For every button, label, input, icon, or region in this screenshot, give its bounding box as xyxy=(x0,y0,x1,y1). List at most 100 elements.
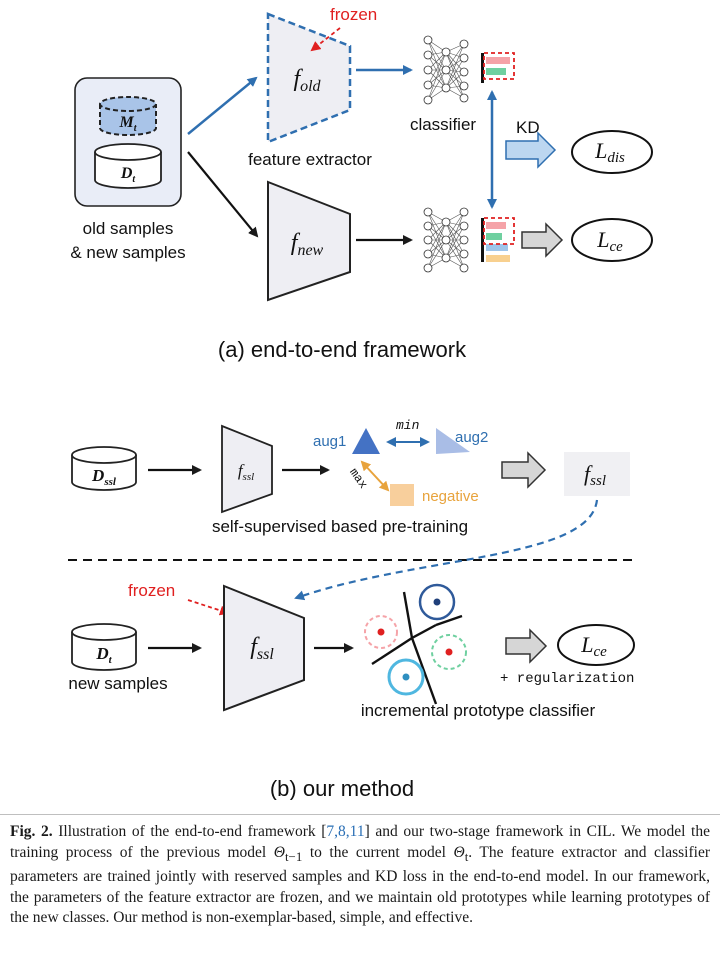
kd-label: KD xyxy=(516,118,540,137)
f-new-subscript: new xyxy=(297,242,323,259)
d-t-subscript: t xyxy=(109,654,113,666)
caption-text-1: Illustration of the end-to-end framework… xyxy=(52,823,327,840)
samples-label-line2: & new samples xyxy=(70,243,185,262)
dataset-subscript: t xyxy=(132,174,136,185)
prototype-old-1 xyxy=(364,615,398,649)
feature-extractor-label: feature extractor xyxy=(248,150,372,169)
caption-theta-prev: Θ xyxy=(273,843,285,861)
frozen-label-a: frozen xyxy=(330,5,377,24)
regularization-label: + regularization xyxy=(500,671,634,687)
prototype-old-2 xyxy=(418,583,456,621)
samples-label-line1: old samples xyxy=(83,219,174,238)
f-ssl-output-box xyxy=(564,452,630,496)
prototype-new-2 xyxy=(387,658,425,696)
f-old-subscript: old xyxy=(300,78,321,95)
d-t-cylinder: Dt xyxy=(71,623,137,671)
svg-text:fold: fold xyxy=(293,66,321,95)
panel-a-caption: (a) end-to-end framework xyxy=(218,337,467,362)
svg-text:Ldis: Ldis xyxy=(594,138,625,166)
classifier-old-network xyxy=(423,35,469,105)
caption-text-2: ] and our two-stage framework in CIL. We… xyxy=(10,823,710,861)
f-ssl-pretrain-label: f xyxy=(238,461,245,480)
f-new-label: f xyxy=(291,230,301,256)
f-new-extractor xyxy=(267,180,351,302)
arrow-to-f-new xyxy=(187,151,259,238)
svg-text:Dt: Dt xyxy=(120,165,137,185)
kd-block-arrow xyxy=(505,131,557,169)
max-double-arrow xyxy=(360,460,390,492)
frozen-label-b: frozen xyxy=(128,581,175,600)
dataset-label: D xyxy=(120,165,133,182)
svg-text:fssl: fssl xyxy=(584,461,606,489)
l-dis-node xyxy=(571,130,653,174)
d-t-label: D xyxy=(95,644,108,663)
panel-b: Dssl fssl aug1 aug2 min max negative fss… xyxy=(68,418,636,800)
caption-text-3: to the current model xyxy=(302,843,454,861)
l-ce-subscript-a: ce xyxy=(609,239,623,255)
f-ssl-output-label: f xyxy=(584,461,593,486)
caption-refs-link[interactable]: 7,8,11 xyxy=(326,823,365,840)
negative-label: negative xyxy=(422,488,479,505)
svg-text:Lce: Lce xyxy=(580,632,607,660)
l-ce-node-a xyxy=(571,218,653,262)
classifier-label: classifier xyxy=(410,115,476,134)
caption-divider xyxy=(0,814,720,815)
f-old-label: f xyxy=(293,66,303,92)
l-dis-subscript: dis xyxy=(607,150,625,166)
max-label: max xyxy=(346,466,370,492)
frozen-arrow-b xyxy=(187,599,230,616)
svg-text:Dt: Dt xyxy=(95,644,112,666)
memory-cylinder: Mt xyxy=(99,96,157,136)
f-ssl-pretrain-subscript: ssl xyxy=(243,471,255,483)
l-dis-label: L xyxy=(594,138,607,163)
aug1-triangle xyxy=(352,428,380,454)
l-ce-label-b: L xyxy=(580,632,593,657)
caption-theta-prev-sub: t−1 xyxy=(284,848,303,864)
arrow-to-f-old xyxy=(187,76,258,135)
f-ssl-frozen-subscript: ssl xyxy=(257,646,274,663)
min-label: min xyxy=(396,418,419,433)
classifier-old-outputs xyxy=(481,52,515,83)
svg-text:Lce: Lce xyxy=(596,227,623,255)
svg-text:fssl: fssl xyxy=(238,461,254,483)
prototype-regions xyxy=(371,591,463,705)
d-ssl-cylinder: Dssl xyxy=(71,446,137,491)
svg-text:fnew: fnew xyxy=(291,230,324,259)
pretrain-block-arrow xyxy=(501,451,547,489)
memory-subscript: t xyxy=(134,123,138,134)
classifier-new-outputs xyxy=(481,217,515,262)
new-samples-label: new samples xyxy=(68,674,167,693)
memory-label: M xyxy=(118,114,134,131)
f-old-extractor xyxy=(266,12,352,144)
classifier-new-network xyxy=(423,207,469,273)
prototype-classifier-label: incremental prototype classifier xyxy=(361,701,596,720)
aug2-triangle xyxy=(436,428,470,454)
frozen-arrow-a xyxy=(310,27,341,52)
d-ssl-subscript: ssl xyxy=(103,476,117,488)
d-ssl-label: D xyxy=(91,466,104,485)
prototype-new-1 xyxy=(431,634,467,670)
caption-theta-cur-sub: t xyxy=(464,848,469,864)
f-ssl-frozen-extractor xyxy=(223,584,305,712)
l-ce-label-a: L xyxy=(596,227,609,252)
figure-diagram: Mt Dt old samples & new samples fold fro… xyxy=(68,5,653,800)
ce-block-arrow-b xyxy=(505,628,548,664)
panel-a: Mt Dt old samples & new samples fold fro… xyxy=(70,5,653,362)
transfer-curve-arrow xyxy=(294,499,599,601)
panel-b-caption: (b) our method xyxy=(270,776,414,800)
dataset-cylinder: Dt xyxy=(94,143,162,189)
caption-theta-cur: Θ xyxy=(453,843,465,861)
caption-text-4: . The feature extractor and classifier p… xyxy=(10,843,710,927)
ce-block-arrow xyxy=(521,222,564,258)
negative-square xyxy=(390,484,414,506)
svg-text:Dssl: Dssl xyxy=(91,466,117,488)
l-ce-subscript-b: ce xyxy=(593,644,607,660)
caption-label: Fig. 2. xyxy=(10,823,53,840)
svg-text:Mt: Mt xyxy=(118,114,137,134)
l-ce-node-b xyxy=(557,624,635,666)
pretraining-label: self-supervised based pre-training xyxy=(212,517,468,536)
aug2-label: aug2 xyxy=(455,429,488,446)
f-ssl-frozen-label: f xyxy=(250,634,260,660)
figure-caption: Fig. 2. Illustration of the end-to-end f… xyxy=(10,822,710,929)
aug1-label: aug1 xyxy=(313,433,346,450)
